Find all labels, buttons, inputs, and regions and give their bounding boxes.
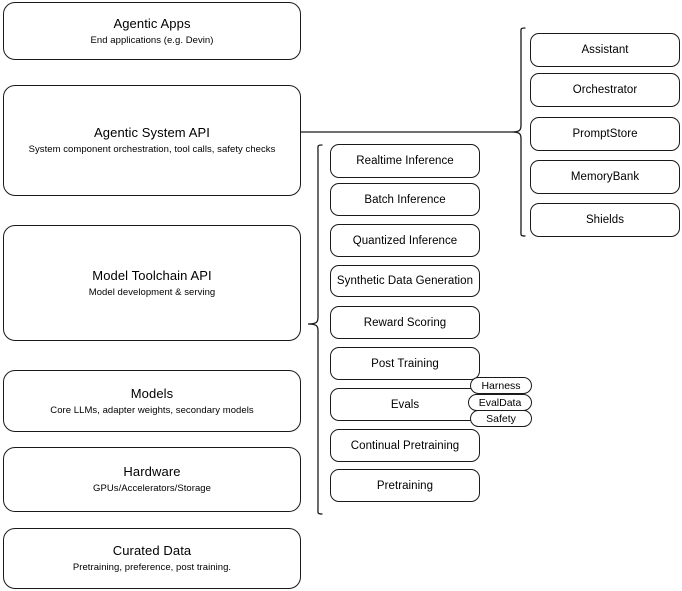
capability-post-training[interactable]: Post Training — [330, 347, 480, 380]
component-label: Shields — [585, 214, 625, 226]
component-assistant[interactable]: Assistant — [530, 33, 680, 67]
capability-pretraining[interactable]: Pretraining — [330, 469, 480, 502]
layer-subtitle: End applications (e.g. Devin) — [90, 34, 214, 46]
capability-label: Quantized Inference — [352, 234, 458, 247]
layer-subtitle: System component orchestration, tool cal… — [28, 144, 276, 155]
layer-curated-data[interactable]: Curated Data Pretraining, preference, po… — [3, 528, 301, 589]
capability-label: Realtime Inference — [356, 155, 454, 167]
capability-continual-pretraining[interactable]: Continual Pretraining — [330, 429, 480, 462]
layer-title: Agentic Apps — [113, 15, 191, 31]
capability-quantized-inference[interactable]: Quantized Inference — [330, 224, 480, 257]
layer-subtitle: Pretraining, preference, post training. — [72, 562, 232, 573]
evals-pill-evaldata[interactable]: EvalData — [468, 394, 532, 411]
capability-synthetic-data-generation[interactable]: Synthetic Data Generation — [330, 265, 480, 297]
layer-title: Hardware — [123, 464, 181, 479]
capability-label: Synthetic Data Generation — [336, 275, 474, 287]
component-memorybank[interactable]: MemoryBank — [530, 160, 680, 194]
brace-agentic-system-components — [508, 26, 528, 238]
brace-model-toolchain-capabilities — [303, 143, 325, 518]
capability-realtime-inference[interactable]: Realtime Inference — [330, 144, 480, 178]
evals-pill-label: EvalData — [478, 396, 522, 409]
layer-subtitle: Core LLMs, adapter weights, secondary mo… — [50, 404, 254, 416]
evals-pill-label: Harness — [481, 379, 521, 392]
component-label: Orchestrator — [572, 84, 638, 96]
component-label: Assistant — [581, 44, 629, 56]
layer-model-toolchain-api[interactable]: Model Toolchain API Model development & … — [3, 225, 301, 341]
layer-subtitle: Model development & serving — [88, 286, 216, 298]
layer-title: Agentic System API — [94, 125, 210, 140]
component-label: MemoryBank — [570, 171, 640, 183]
capability-label: Continual Pretraining — [350, 439, 460, 452]
component-orchestrator[interactable]: Orchestrator — [530, 73, 680, 107]
layer-models[interactable]: Models Core LLMs, adapter weights, secon… — [3, 370, 301, 432]
component-shields[interactable]: Shields — [530, 203, 680, 237]
capability-label: Evals — [390, 398, 420, 411]
capability-label: Batch Inference — [364, 193, 446, 206]
capability-label: Post Training — [371, 357, 439, 370]
capability-label: Reward Scoring — [363, 316, 447, 329]
component-promptstore[interactable]: PromptStore — [530, 117, 680, 151]
evals-pill-safety[interactable]: Safety — [470, 410, 532, 427]
capability-evals[interactable]: Evals — [330, 388, 480, 421]
layer-hardware[interactable]: Hardware GPUs/Accelerators/Storage — [3, 447, 301, 512]
capability-label: Pretraining — [376, 479, 434, 492]
capability-reward-scoring[interactable]: Reward Scoring — [330, 306, 480, 339]
component-label: PromptStore — [572, 128, 638, 140]
evals-pill-harness[interactable]: Harness — [470, 377, 532, 394]
layer-agentic-system-api[interactable]: Agentic System API System component orch… — [3, 85, 301, 196]
capability-batch-inference[interactable]: Batch Inference — [330, 183, 480, 216]
layer-title: Models — [130, 385, 174, 401]
connector-system-api-to-components — [301, 126, 516, 138]
evals-pill-label: Safety — [486, 412, 516, 425]
layer-agentic-apps[interactable]: Agentic Apps End applications (e.g. Devi… — [3, 2, 301, 60]
layer-subtitle: GPUs/Accelerators/Storage — [93, 483, 211, 494]
layer-title: Curated Data — [112, 543, 192, 558]
layer-title: Model Toolchain API — [92, 267, 212, 283]
